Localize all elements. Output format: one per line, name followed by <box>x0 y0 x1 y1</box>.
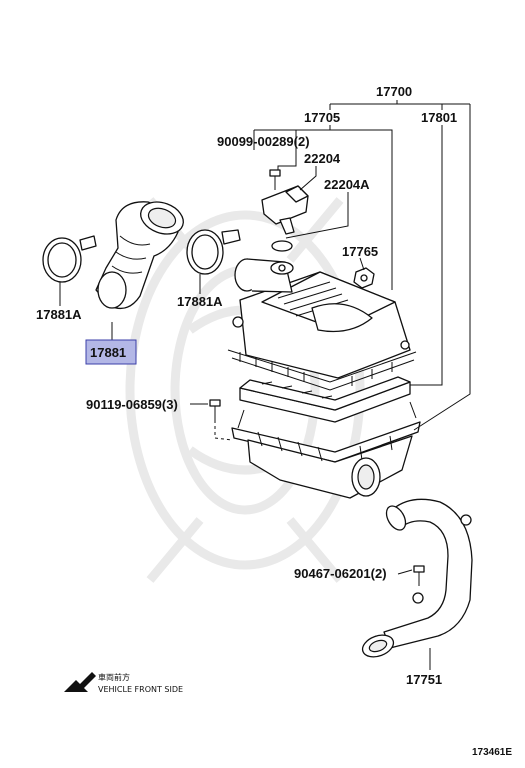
intake-hose-17881[interactable] <box>95 196 188 310</box>
label-90467: 90467-06201(2) <box>294 566 387 581</box>
label-17881a-left: 17881A <box>36 307 82 322</box>
leader-lines <box>59 100 471 670</box>
air-cleaner-cap[interactable] <box>227 271 417 391</box>
figure-number: 173461E <box>472 747 512 758</box>
direction-arrow-icon <box>64 672 96 692</box>
label-17881a-mid: 17881A <box>177 294 223 309</box>
label-17700: 17700 <box>376 84 412 99</box>
air-cleaner-inlet-duct[interactable] <box>234 258 294 293</box>
vehicle-front-indicator: 車両前方 VEHICLE FRONT SIDE <box>64 672 183 694</box>
direction-text-en: VEHICLE FRONT SIDE <box>98 685 183 694</box>
label-22204: 22204 <box>304 151 341 166</box>
nut-17765[interactable] <box>353 267 375 289</box>
direction-text-jp: 車両前方 <box>98 672 130 682</box>
mass-air-flow-sensor[interactable] <box>261 185 309 252</box>
bolt-90467[interactable] <box>413 565 425 586</box>
label-17801: 17801 <box>421 110 457 125</box>
screw-90099[interactable] <box>269 169 281 190</box>
label-17751: 17751 <box>406 672 442 687</box>
hose-clamp-left[interactable] <box>42 235 97 283</box>
label-22204a: 22204A <box>324 177 370 192</box>
label-90119: 90119-06859(3) <box>86 397 178 412</box>
highlight-box-17881 <box>85 339 137 365</box>
air-cleaner-element[interactable] <box>239 376 411 423</box>
air-cleaner-case[interactable] <box>231 401 421 499</box>
label-17705: 17705 <box>304 110 340 125</box>
screw-90119[interactable] <box>209 399 233 441</box>
hose-clamp-mid[interactable] <box>186 229 241 275</box>
label-90099: 90099-00289(2) <box>217 134 310 149</box>
label-17881: 17881 <box>90 345 126 360</box>
intake-tube-17751[interactable] <box>360 498 473 661</box>
label-17765: 17765 <box>342 244 378 259</box>
